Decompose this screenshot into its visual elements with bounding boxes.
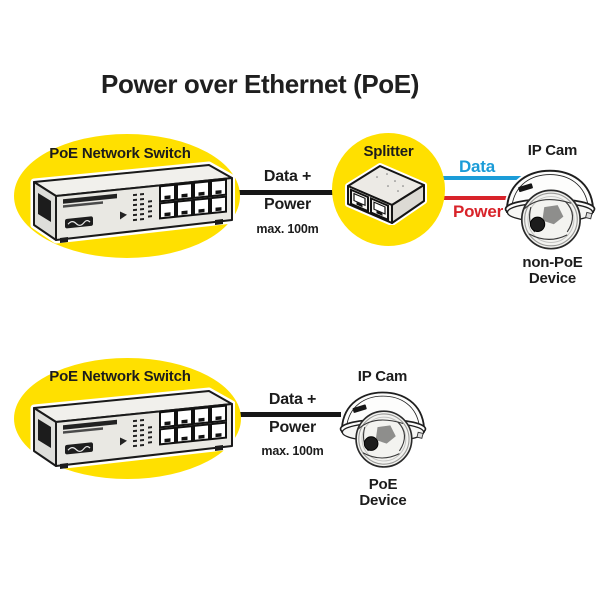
power-wire-line bbox=[438, 196, 534, 200]
camera-dome-inner-line bbox=[346, 395, 420, 428]
switch-model-text-bar bbox=[63, 201, 103, 208]
switch-logo bbox=[65, 442, 93, 455]
device-type-line1: non-PoE bbox=[522, 254, 583, 271]
link-label-power: Power bbox=[268, 419, 317, 436]
glass-dome-ring bbox=[527, 196, 575, 243]
camera-brand-mark bbox=[352, 404, 367, 413]
led-indicators bbox=[133, 192, 152, 222]
camera-lens bbox=[363, 436, 379, 451]
poe-switch-illustration bbox=[27, 386, 235, 470]
link-label-power: Power bbox=[263, 196, 312, 213]
rj45-port-block bbox=[159, 178, 227, 220]
splitter-label: Splitter bbox=[363, 143, 414, 160]
glass-dome-ring bbox=[358, 413, 410, 465]
switch-side-port bbox=[38, 193, 51, 222]
dome-camera-illustration bbox=[502, 165, 598, 253]
switch-foot bbox=[215, 445, 223, 451]
switch-logo bbox=[65, 216, 93, 229]
rj45-port-block bbox=[159, 404, 227, 446]
switch-model-text-bar bbox=[63, 193, 117, 204]
data-wire-label: Data bbox=[458, 157, 496, 176]
dome-camera-illustration bbox=[337, 387, 429, 471]
camera-bracket bbox=[375, 425, 396, 444]
splitter-illustration bbox=[343, 161, 431, 225]
splitter-texture-dots bbox=[376, 173, 404, 192]
data-wire-line bbox=[441, 176, 534, 180]
camera-brand-mark bbox=[518, 183, 533, 193]
rj45-port-pair bbox=[350, 188, 389, 222]
camera-rim-tab bbox=[585, 211, 593, 220]
camera-rim-tab bbox=[416, 431, 424, 439]
ethernet-cable-line bbox=[236, 190, 336, 195]
led-triangle-mark bbox=[120, 211, 127, 220]
switch-foot bbox=[215, 219, 223, 225]
device-type-line1: PoE bbox=[368, 476, 398, 493]
page-title: Power over Ethernet (PoE) bbox=[101, 69, 419, 99]
switch-foot bbox=[60, 463, 68, 469]
led-indicators bbox=[133, 418, 152, 448]
poe-switch-illustration bbox=[27, 160, 235, 244]
switch-logo-script bbox=[67, 219, 91, 226]
switch-model-text-bar bbox=[63, 419, 117, 430]
camera-bracket bbox=[542, 205, 564, 225]
camera-label: IP Cam bbox=[357, 368, 408, 385]
device-type-label: PoE Device bbox=[337, 477, 429, 509]
ethernet-cable-line bbox=[240, 412, 341, 417]
switch-side-port bbox=[38, 419, 51, 448]
camera-lens bbox=[529, 216, 546, 232]
switch-label: PoE Network Switch bbox=[49, 368, 191, 385]
device-type-label: non-PoE Device bbox=[505, 255, 600, 287]
switch-foot bbox=[60, 237, 68, 243]
link-label-data: Data + bbox=[263, 168, 312, 185]
camera-label: IP Cam bbox=[527, 142, 578, 159]
switch-label: PoE Network Switch bbox=[49, 145, 191, 162]
switch-logo-script bbox=[67, 445, 91, 452]
led-triangle-mark bbox=[120, 437, 127, 446]
glass-dome-ring bbox=[524, 192, 578, 247]
switch-model-text-bar bbox=[63, 427, 103, 434]
link-label-data: Data + bbox=[268, 391, 317, 408]
device-type-line2: Device bbox=[359, 491, 407, 509]
glass-dome-ring bbox=[361, 416, 407, 462]
camera-dome-inner-line bbox=[511, 174, 589, 208]
device-type-line2: Device bbox=[528, 269, 577, 287]
link-note: max. 100m bbox=[261, 444, 324, 458]
link-note: max. 100m bbox=[256, 222, 319, 236]
power-wire-label: Power bbox=[452, 202, 504, 221]
